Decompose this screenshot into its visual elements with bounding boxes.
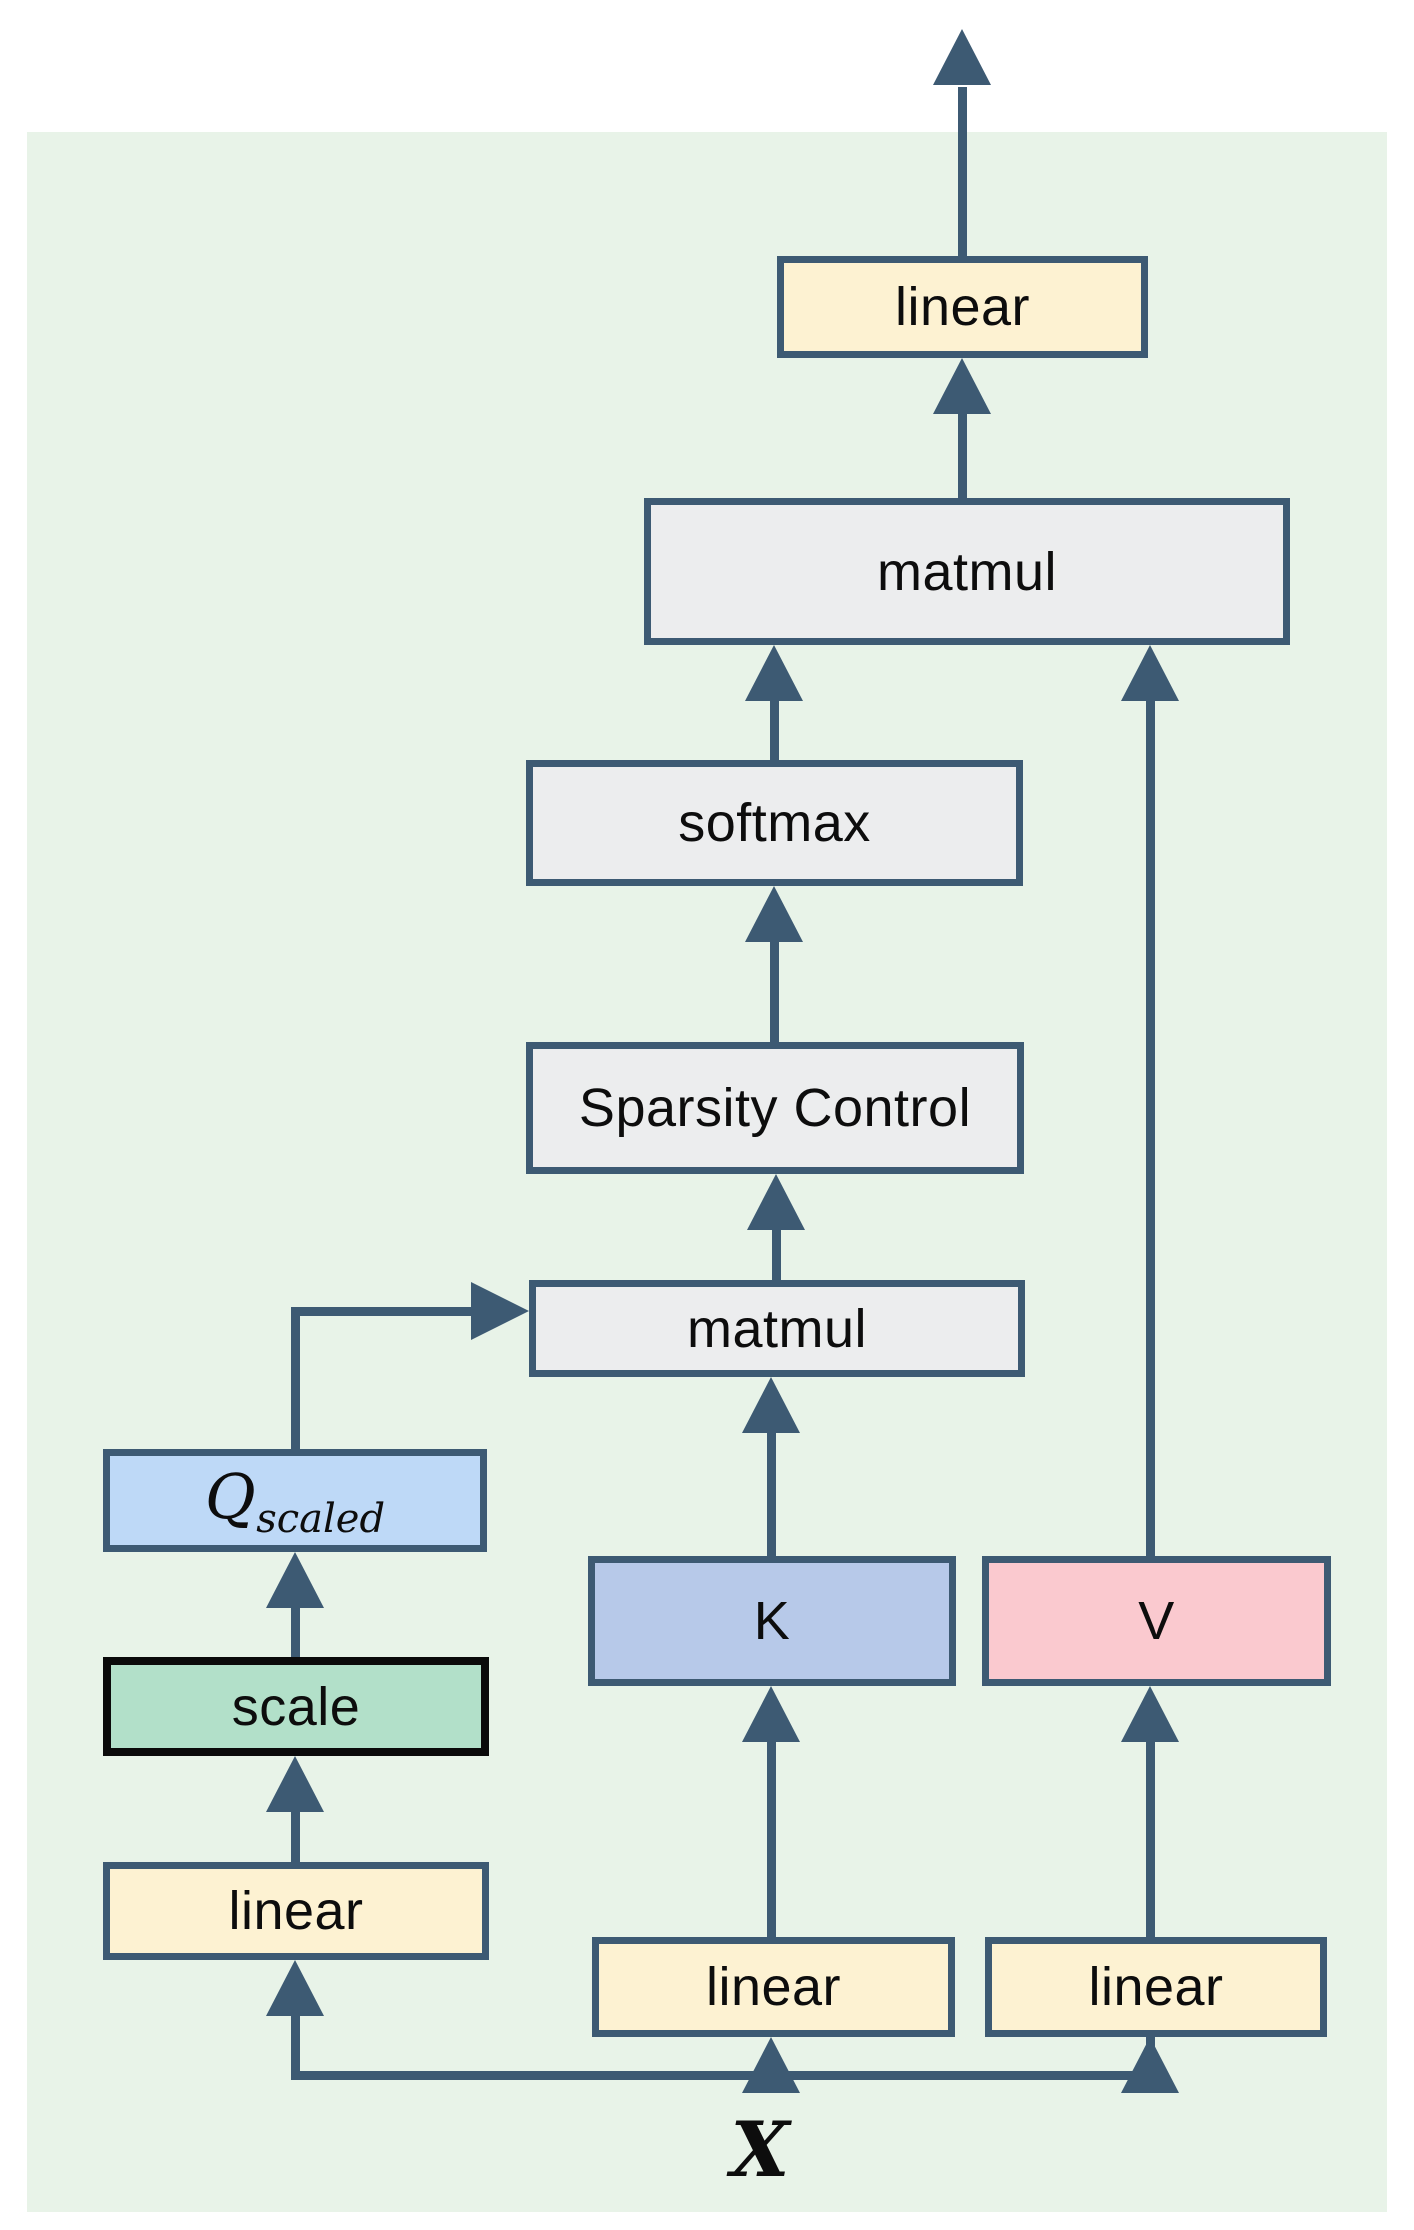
junction-to-linear-mid-arrowhead-icon bbox=[742, 2037, 800, 2093]
attention-matmul-box: matmul bbox=[529, 1280, 1025, 1377]
output-matmul-label: matmul bbox=[876, 541, 1058, 602]
qscaled-elbow-horizontal bbox=[291, 1307, 475, 1316]
value-linear-box: linear bbox=[985, 1937, 1327, 2037]
value-to-matmul-arrowhead-icon bbox=[1121, 645, 1179, 701]
key-to-matmul-arrowhead-icon bbox=[742, 1377, 800, 1433]
linear-to-scale-shaft bbox=[291, 1810, 300, 1862]
matmul-to-sparsity-shaft bbox=[772, 1228, 781, 1280]
linear-to-value-arrowhead-icon bbox=[1121, 1686, 1179, 1742]
matmul-to-linear-shaft bbox=[958, 412, 967, 498]
matmul-to-sparsity-arrowhead-icon bbox=[747, 1174, 805, 1230]
output-matmul-box: matmul bbox=[644, 498, 1290, 645]
linear-to-key-shaft bbox=[767, 1740, 776, 1937]
sparsity-to-softmax-arrowhead-icon bbox=[745, 886, 803, 942]
value-box: V bbox=[982, 1556, 1331, 1686]
output-arrowhead-icon bbox=[933, 29, 991, 85]
junction-to-linear-left-shaft bbox=[291, 2014, 300, 2076]
input-label: X bbox=[730, 2105, 790, 2194]
sparsity-control-box: Sparsity Control bbox=[526, 1042, 1024, 1174]
scale-label: scale bbox=[231, 1676, 361, 1737]
key-linear-label: linear bbox=[705, 1957, 842, 2017]
output-linear-box: linear bbox=[777, 256, 1148, 358]
attention-matmul-label: matmul bbox=[686, 1298, 868, 1359]
key-linear-box: linear bbox=[592, 1937, 955, 2037]
softmax-to-matmul-arrowhead-icon bbox=[745, 645, 803, 701]
value-label: V bbox=[1138, 1591, 1175, 1651]
q-scaled-label: Qscaled bbox=[204, 1459, 386, 1542]
sparsity-to-softmax-shaft bbox=[770, 940, 779, 1042]
key-box: K bbox=[588, 1556, 956, 1686]
value-to-matmul-shaft bbox=[1146, 699, 1155, 1556]
linear-to-key-arrowhead-icon bbox=[742, 1686, 800, 1742]
scale-to-qscaled-arrowhead-icon bbox=[266, 1552, 324, 1608]
query-linear-label: linear bbox=[228, 1881, 364, 1941]
softmax-to-matmul-shaft bbox=[770, 699, 779, 760]
softmax-label: softmax bbox=[678, 793, 871, 853]
scale-to-qscaled-shaft bbox=[291, 1606, 300, 1657]
input-junction-line bbox=[291, 2071, 1155, 2080]
query-linear-box: linear bbox=[103, 1862, 489, 1960]
value-linear-label: linear bbox=[1088, 1957, 1224, 2017]
scale-box: scale bbox=[103, 1657, 489, 1756]
junction-to-linear-right-arrowhead-icon bbox=[1121, 2037, 1179, 2093]
qscaled-to-matmul-arrowhead-icon bbox=[471, 1282, 529, 1340]
linear-to-value-shaft bbox=[1146, 1740, 1155, 1937]
key-to-matmul-shaft bbox=[767, 1431, 776, 1556]
sparsity-control-label: Sparsity Control bbox=[578, 1078, 972, 1138]
softmax-box: softmax bbox=[526, 760, 1023, 886]
output-arrow-shaft bbox=[958, 87, 967, 256]
junction-to-linear-left-arrowhead-icon bbox=[266, 1960, 324, 2016]
key-label: K bbox=[753, 1591, 791, 1651]
linear-to-scale-arrowhead-icon bbox=[266, 1756, 324, 1812]
output-linear-label: linear bbox=[894, 277, 1031, 337]
q-scaled-box: Qscaled bbox=[103, 1449, 487, 1552]
matmul-to-linear-arrowhead-icon bbox=[933, 358, 991, 414]
qscaled-elbow-vertical bbox=[291, 1307, 300, 1449]
